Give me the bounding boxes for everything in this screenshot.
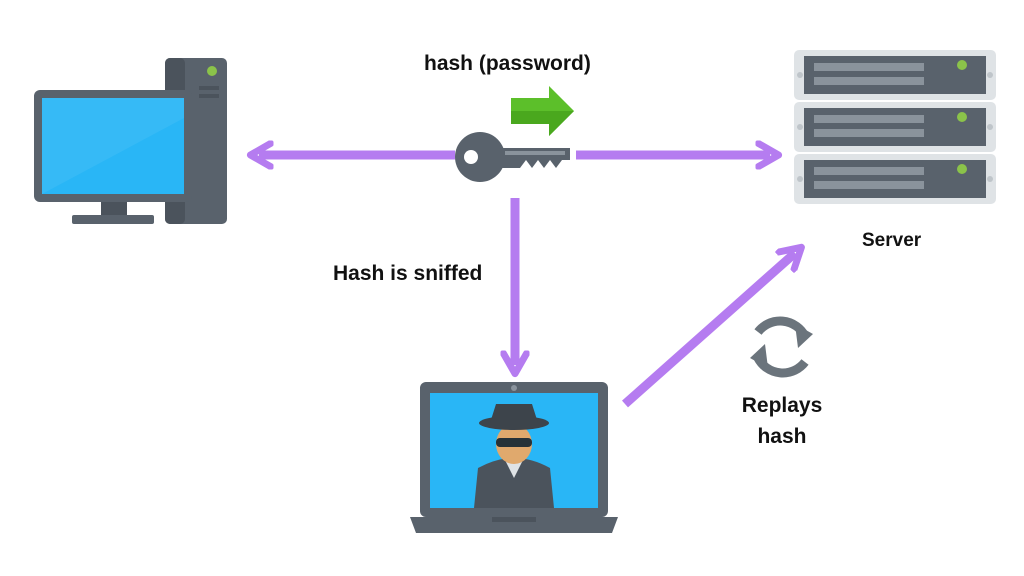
desktop-computer-icon [34,58,227,224]
hash-sniffed-label: Hash is sniffed [333,262,483,285]
replay-arrow-diagonal [622,253,795,408]
key-icon [455,132,570,182]
green-arrow-icon [511,86,574,136]
server-label: Server [862,230,922,251]
server-rack-icon [794,50,996,204]
hash-password-label: hash (password) [424,52,591,75]
replays-hash-label: Replays hash [741,394,823,448]
hacker-laptop-icon [410,382,618,533]
refresh-cycle-icon [750,316,813,378]
